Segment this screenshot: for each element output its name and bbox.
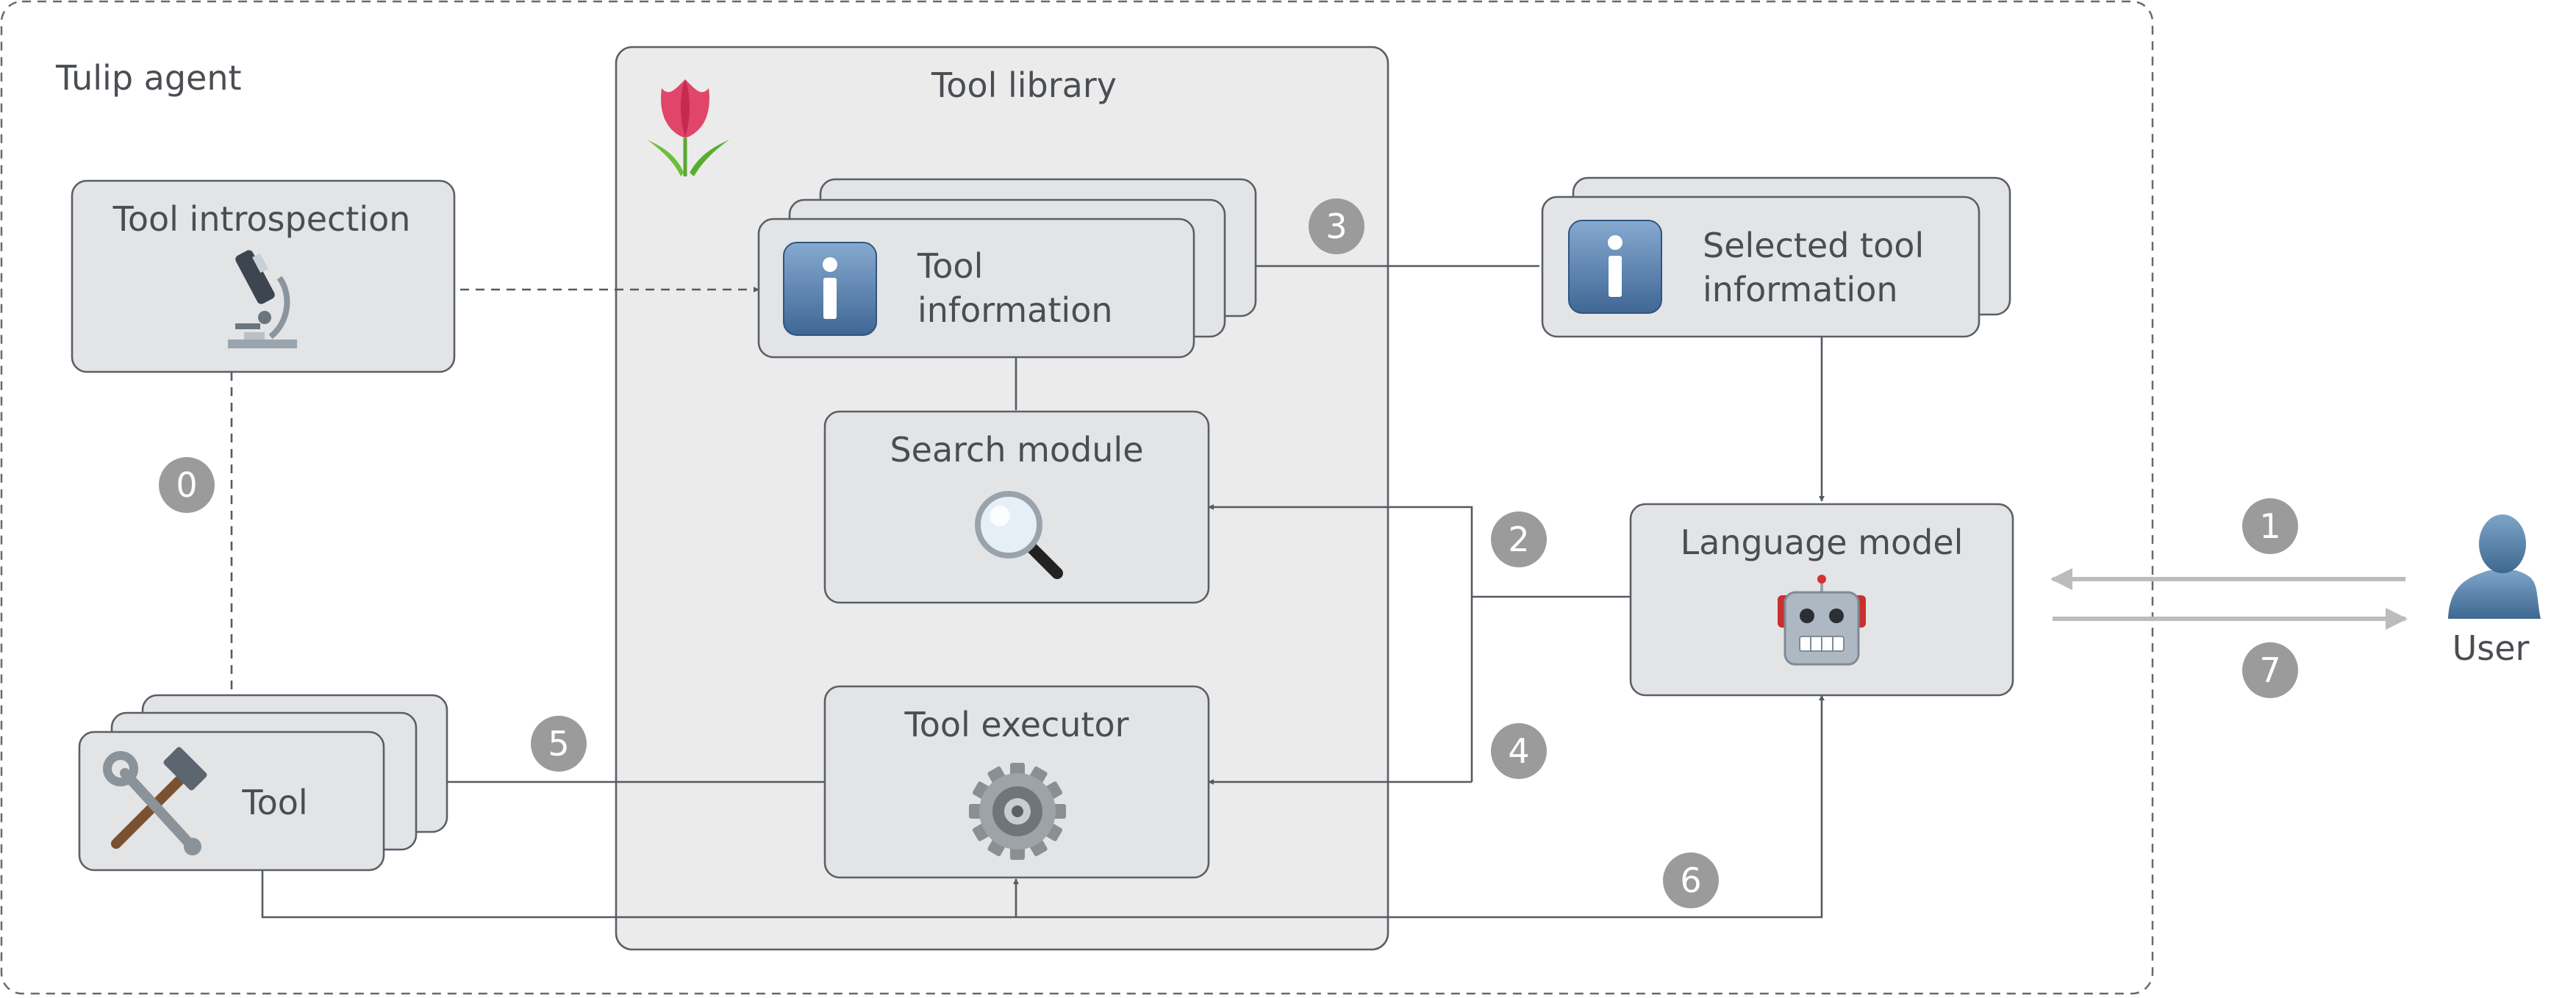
user-label: User [2452,628,2530,668]
step-badge-5: 5 [531,716,587,772]
svg-text:0: 0 [176,465,197,505]
tool-information-line1: Tool [917,246,983,286]
robot-icon [1778,575,1866,666]
tool-label: Tool [241,783,307,822]
tool-introspection-label: Tool introspection [112,199,411,239]
language-model-box: Language model [1629,503,2014,697]
step-badge-6: 6 [1663,852,1719,908]
tool-information-stack: Tool information [757,178,1257,359]
language-model-label: Language model [1681,523,1964,562]
gear-icon [969,763,1066,860]
step-badge-2: 2 [1491,511,1547,567]
svg-text:2: 2 [1508,520,1529,559]
user: User [2448,514,2541,668]
step-badge-1: 1 [2242,498,2298,554]
tool-library-title: Tool library [931,65,1117,105]
to-search-module-connector [1208,504,1473,782]
step-badge-0: 0 [159,457,215,513]
tool-stack: Tool [78,694,448,872]
tool-introspection-box: Tool introspection [71,179,456,373]
tool-return-connector [261,694,1825,919]
microscope-icon [228,250,297,348]
search-module-label: Search module [890,430,1143,470]
info-icon [783,242,877,336]
selected-tool-information-line1: Selected tool [1703,226,1924,265]
search-module-box: Search module [823,410,1210,604]
tool-executor-label: Tool executor [904,705,1128,744]
step-badge-3: 3 [1309,198,1364,254]
tulip-icon [647,79,729,176]
magnifying-glass-icon [975,491,1063,579]
selected-tool-information-line2: information [1703,270,1898,309]
svg-text:1: 1 [2259,506,2280,546]
svg-text:4: 4 [1508,731,1529,771]
tulip-agent-container: Tulip agent [0,0,2154,995]
step-badge-7: 7 [2242,642,2298,698]
svg-text:3: 3 [1325,207,1347,246]
info-icon [1568,220,1662,314]
tool-information-line2: information [917,290,1113,330]
svg-text:7: 7 [2259,650,2280,690]
tulip-agent-label: Tulip agent [55,58,242,98]
svg-text:5: 5 [548,724,569,764]
selected-tool-information-stack: Selected tool information [1541,176,2011,338]
user-silhouette-icon [2448,514,2541,619]
step-badge-4: 4 [1491,723,1547,779]
svg-text:6: 6 [1680,861,1701,900]
hammer-and-wrench-icon [103,747,207,855]
tool-executor-box: Tool executor [823,685,1210,879]
